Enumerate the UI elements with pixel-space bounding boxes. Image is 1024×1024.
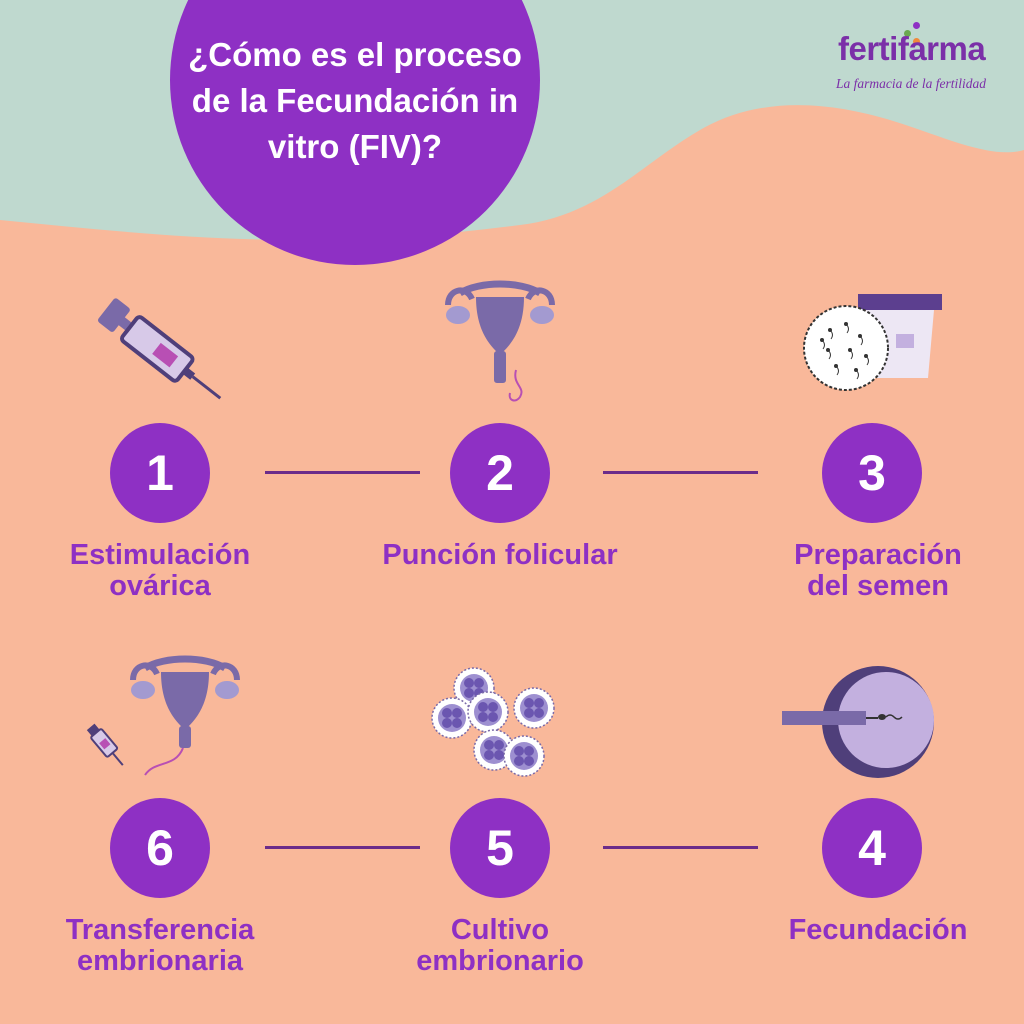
brand-tagline: La farmacia de la fertilidad xyxy=(836,76,986,91)
title-circle xyxy=(170,0,540,265)
step-number-2: 2 xyxy=(450,423,550,523)
connector-1-2 xyxy=(265,471,420,474)
embryo-cells-icon xyxy=(431,667,555,777)
icsi-egg-icon xyxy=(782,666,934,778)
sperm-sample-icon xyxy=(803,294,942,391)
step-label-3: Preparación del semen xyxy=(794,539,962,602)
brand-dot-green xyxy=(904,30,911,37)
step-label-5: Cultivo embrionario xyxy=(416,914,584,977)
brand-logo: fertifarma xyxy=(838,30,986,67)
brand-dot-purple xyxy=(913,22,920,29)
connector-5-4 xyxy=(603,846,758,849)
uterus-icon xyxy=(445,280,555,402)
step-label-6: Transferencia embrionaria xyxy=(65,914,255,977)
embryo-transfer-icon xyxy=(86,655,240,776)
step-number-5: 5 xyxy=(450,798,550,898)
step-number-3: 3 xyxy=(822,423,922,523)
connector-6-5 xyxy=(265,846,420,849)
brand-dot-orange xyxy=(913,38,920,45)
step-number-4: 4 xyxy=(822,798,922,898)
step-label-1: Estimulación ovárica xyxy=(69,539,251,602)
connector-2-3 xyxy=(603,471,758,474)
step-label-4: Fecundación xyxy=(788,914,968,946)
step-number-1: 1 xyxy=(110,423,210,523)
syringe-icon xyxy=(98,298,222,400)
step-label-2: Punción folicular xyxy=(382,539,618,571)
page-title: ¿Cómo es el proceso de la Fecundación in… xyxy=(188,36,522,165)
step-number-6: 6 xyxy=(110,798,210,898)
